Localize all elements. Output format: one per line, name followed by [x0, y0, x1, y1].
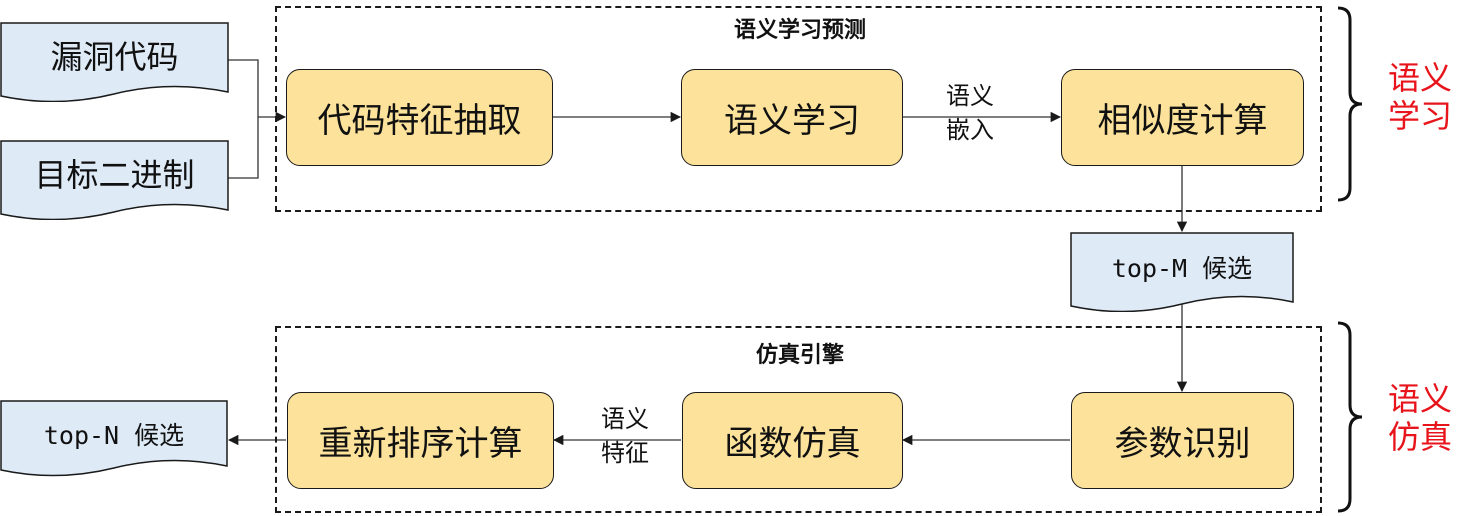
group-title-semantic-learning: 语义学习预测	[733, 18, 866, 43]
doc-top-m: top-M 候选	[1070, 232, 1294, 312]
doc-target-binary: 目标二进制	[0, 140, 229, 220]
process-function-simulation: 函数仿真	[682, 392, 903, 489]
group-title-simulation-engine: 仿真引擎	[755, 343, 844, 368]
doc-top-n-label: top-N 候选	[43, 421, 185, 450]
edge-label-semantic-embedding-line1: 语义	[946, 82, 994, 110]
process-feature-extraction: 代码特征抽取	[286, 69, 553, 166]
side-label-semantic-learning-line1: 语义	[1387, 59, 1452, 97]
edge-binary-to-merge	[228, 117, 259, 179]
edge-label-semantic-feature-line2: 特征	[601, 439, 649, 467]
group-simulation-engine	[275, 326, 1322, 513]
doc-target-binary-label: 目标二进制	[34, 156, 195, 194]
edge-label-semantic-embedding-line2: 嵌入	[946, 116, 994, 144]
edge-label-semantic-embedding: 语义 嵌入	[930, 79, 1010, 147]
process-rerank-calc: 重新排序计算	[287, 392, 554, 489]
doc-vuln-code: 漏洞代码	[0, 22, 229, 102]
edge-vuln-code-to-merge	[228, 59, 259, 117]
doc-top-m-label: top-M 候选	[1111, 254, 1253, 283]
edge-label-semantic-feature-line1: 语义	[601, 405, 649, 433]
doc-top-n: top-N 候选	[0, 400, 228, 480]
side-label-semantic-simulation-line2: 仿真	[1387, 418, 1452, 456]
process-semantic-learning: 语义学习	[681, 69, 903, 166]
doc-vuln-code-label: 漏洞代码	[50, 38, 179, 76]
edge-label-semantic-feature: 语义 特征	[585, 402, 665, 470]
side-label-semantic-simulation-line1: 语义	[1387, 380, 1452, 418]
group-semantic-learning	[275, 6, 1322, 212]
bracket-semantic-simulation	[1337, 321, 1363, 513]
process-similarity-calc: 相似度计算	[1061, 69, 1304, 166]
side-label-semantic-learning-line2: 学习	[1387, 97, 1452, 135]
side-label-semantic-learning: 语义 学习	[1378, 59, 1462, 135]
process-param-identification: 参数识别	[1071, 392, 1294, 489]
bracket-semantic-learning	[1337, 6, 1363, 202]
side-label-semantic-simulation: 语义 仿真	[1378, 380, 1462, 456]
